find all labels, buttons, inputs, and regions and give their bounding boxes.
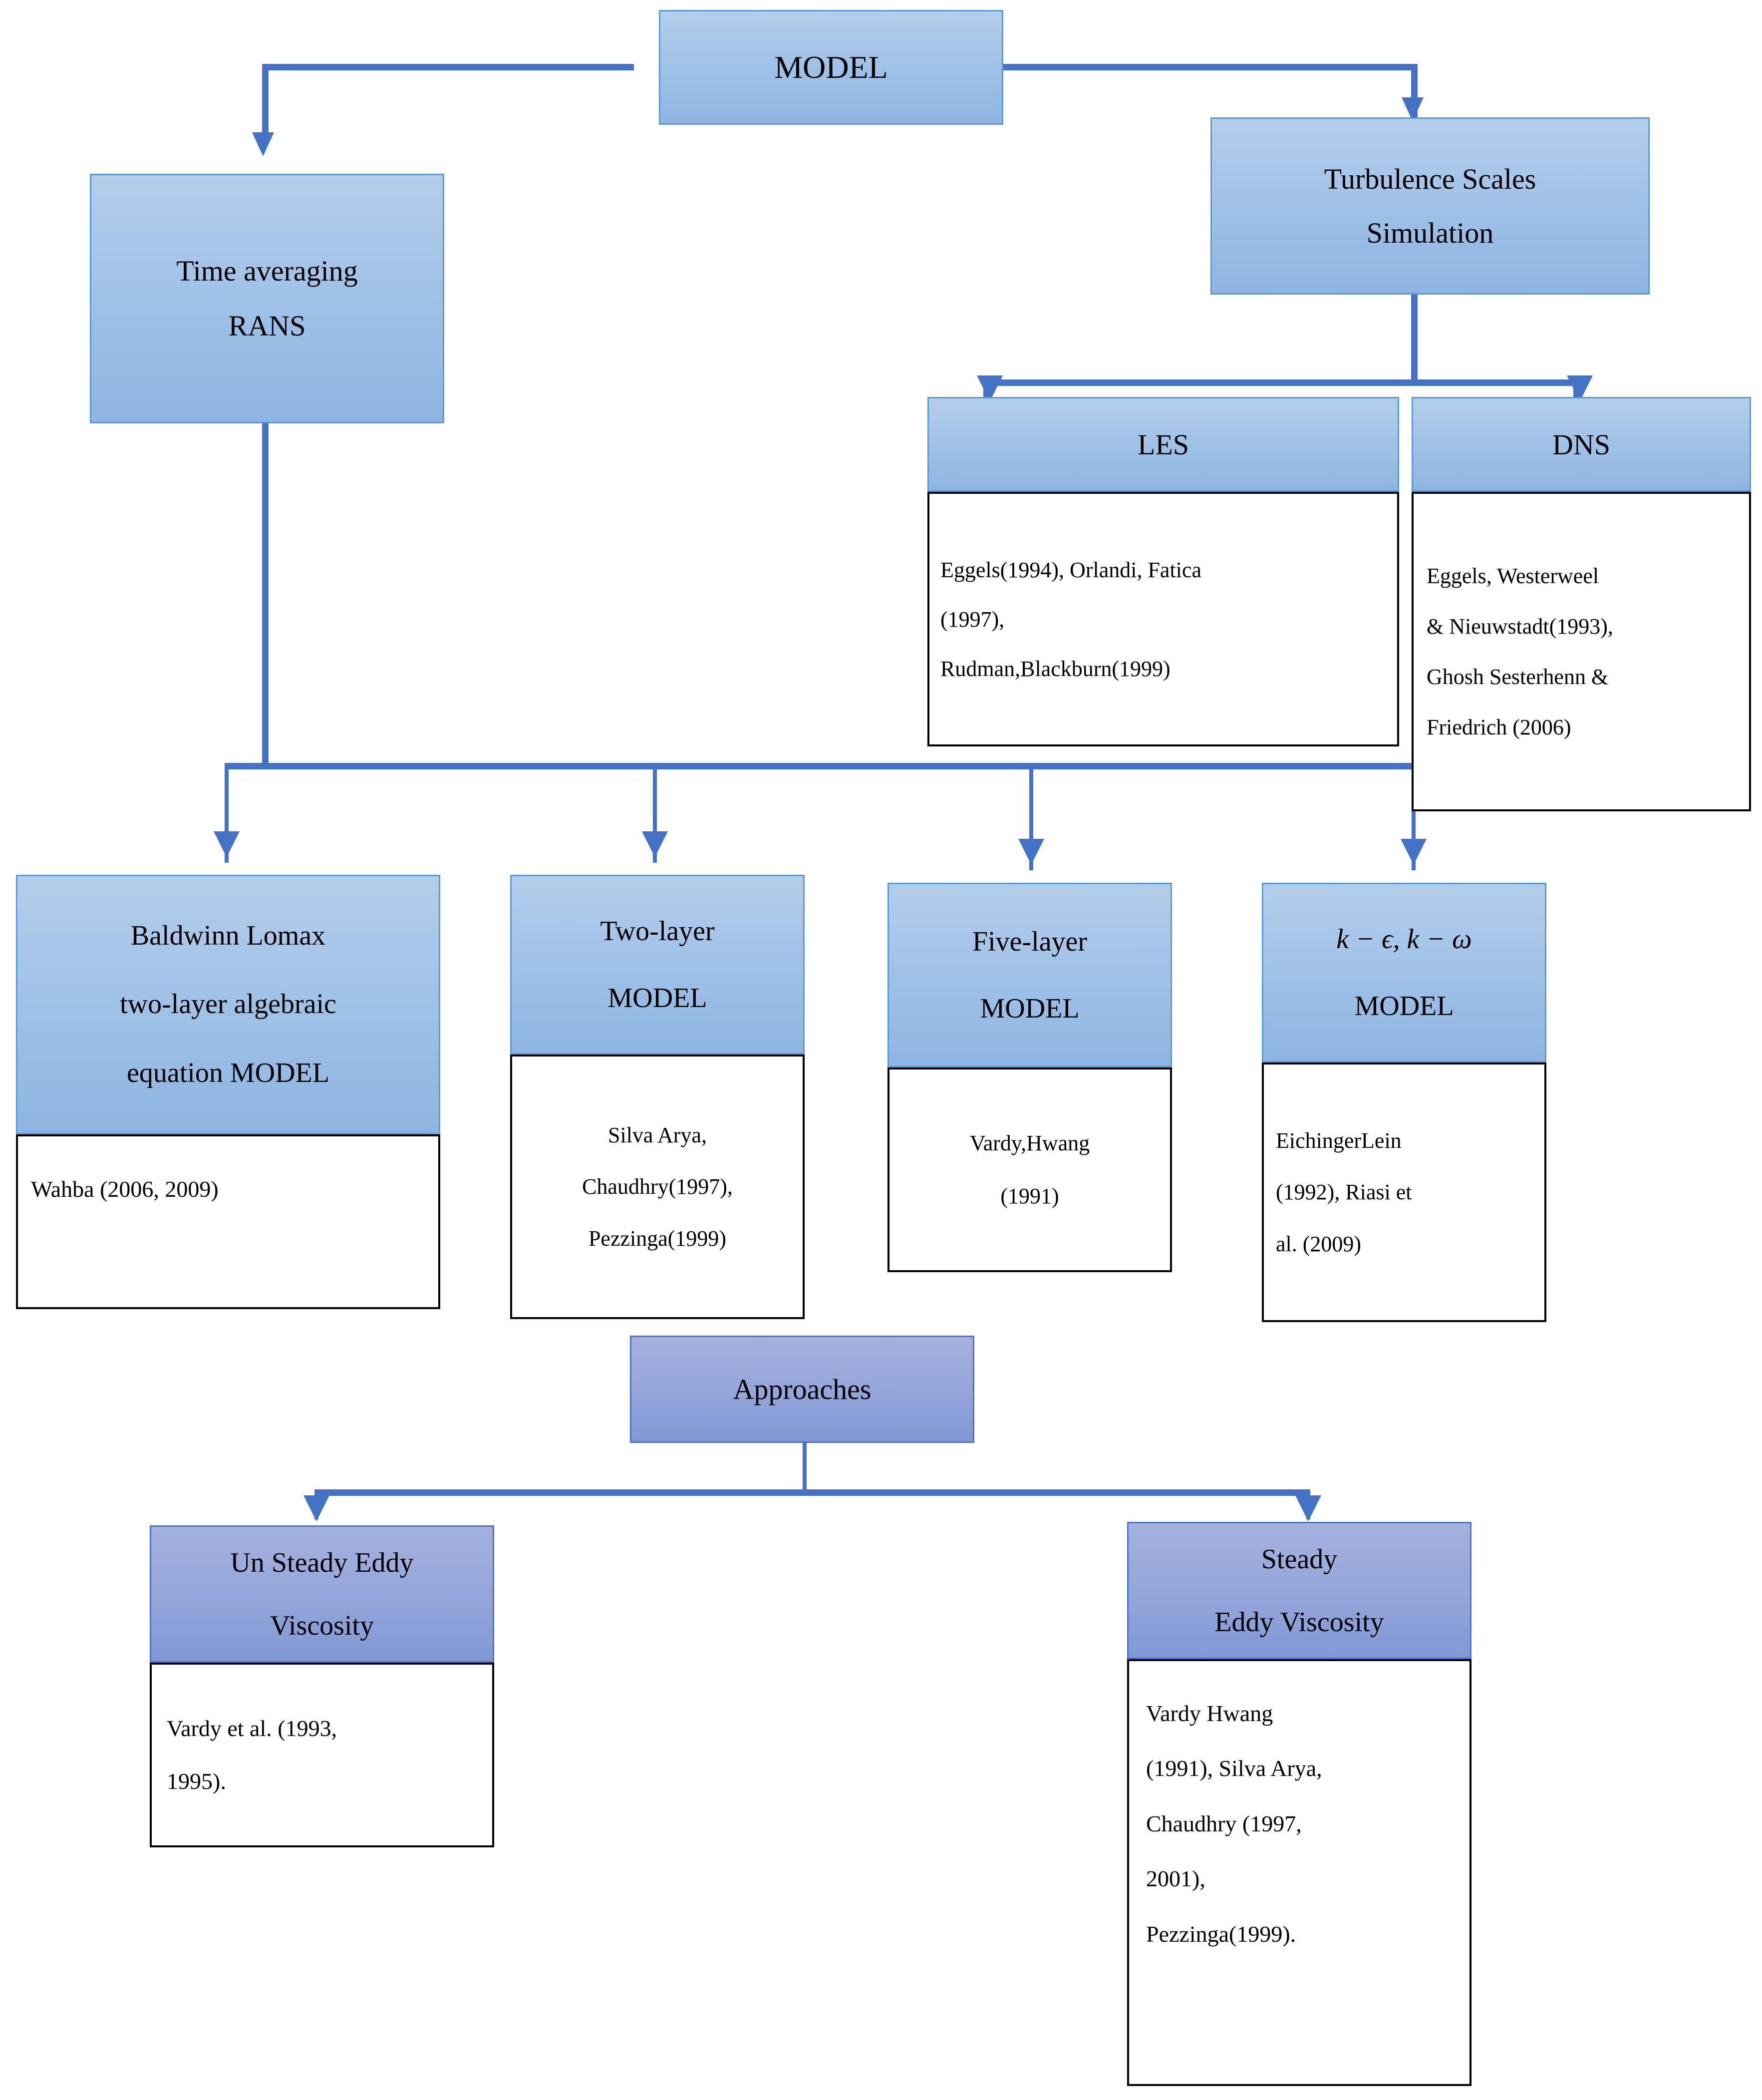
node-dns-ref-line-2: & Nieuwstadt(1993), [1427, 614, 1613, 639]
node-steady-eddy-ref-line-2: (1991), Silva Arya, [1146, 1755, 1322, 1781]
node-les[interactable]: LES Eggels(1994), Orlandi, Fatica (1997)… [927, 397, 1399, 746]
connector-turbulence-split-bar [983, 379, 1580, 386]
node-dns-title-line-1: DNS [1552, 428, 1611, 461]
node-baldwinn-body: Wahba (2006, 2009) [16, 1134, 440, 1309]
node-les-body: Eggels(1994), Orlandi, Fatica (1997), Ru… [927, 492, 1399, 746]
node-baldwinn-title-line-3: equation MODEL [127, 1057, 329, 1088]
node-steady-eddy-title-line-1: Steady [1261, 1543, 1338, 1575]
arrow-rans-to-five-layer [1018, 839, 1044, 865]
node-rans-header: Time averaging RANS [90, 174, 444, 423]
node-dns-ref-line-1: Eggels, Westerweel [1427, 563, 1599, 588]
connector-model-to-rans-drop [262, 64, 269, 139]
connector-turbulence-stem [1411, 295, 1418, 384]
node-turbulence-title-line-1: Turbulence Scales [1324, 163, 1536, 196]
node-steady-eddy-header: Steady Eddy Viscosity [1127, 1522, 1471, 1659]
node-k-models-title-line-2: MODEL [1354, 991, 1454, 1022]
node-les-ref-line-2: (1997), [940, 607, 1005, 632]
node-two-layer-ref-line-2: Chaudhry(1997), [582, 1174, 733, 1199]
node-two-layer-title-line-2: MODEL [607, 983, 707, 1014]
connector-rans-branch-3 [1029, 763, 1033, 870]
node-k-models-ref-line-1: EichingerLein [1276, 1128, 1402, 1153]
node-unsteady-eddy[interactable]: Un Steady Eddy Viscosity Vardy et al. (1… [150, 1525, 494, 1847]
connector-rans-branch-4 [1412, 763, 1416, 870]
node-steady-eddy-ref-line-4: 2001), [1146, 1866, 1205, 1892]
node-steady-eddy-body: Vardy Hwang (1991), Silva Arya, Chaudhry… [1127, 1659, 1471, 2086]
node-steady-eddy[interactable]: Steady Eddy Viscosity Vardy Hwang (1991)… [1127, 1522, 1471, 2086]
node-dns-ref-line-3: Ghosh Sesterhenn & [1427, 665, 1609, 689]
node-model-title-line-1: MODEL [774, 49, 888, 85]
node-baldwinn-title-line-1: Baldwinn Lomax [130, 920, 326, 952]
connector-rans-branch-1 [225, 763, 229, 863]
node-k-models-ref-line-3: al. (2009) [1276, 1231, 1362, 1256]
node-two-layer-body: Silva Arya, Chaudhry(1997), Pezzinga(199… [510, 1054, 805, 1319]
connector-rans-stem [262, 422, 269, 766]
node-les-title-line-1: LES [1137, 428, 1189, 461]
node-dns-header: DNS [1412, 397, 1751, 492]
node-approaches[interactable]: Approaches [630, 1336, 974, 1443]
node-baldwinn[interactable]: Baldwinn Lomax two-layer algebraic equat… [16, 875, 440, 1309]
arrow-approaches-to-steady [1295, 1495, 1321, 1521]
node-k-models-title-line-1: k − ϵ, k − ω [1336, 923, 1472, 955]
arrow-approaches-to-unsteady [303, 1495, 329, 1521]
node-steady-eddy-ref-line-5: Pezzinga(1999). [1146, 1921, 1296, 1947]
node-five-layer-body: Vardy,Hwang (1991) [887, 1067, 1172, 1272]
node-k-models-body: EichingerLein (1992), Riasi et al. (2009… [1262, 1062, 1546, 1322]
node-five-layer-title-line-1: Five-layer [972, 926, 1088, 957]
connector-approaches-split-bar [314, 1489, 1310, 1496]
arrow-rans-to-baldwinn [214, 831, 240, 857]
node-model-header: MODEL [659, 10, 1003, 125]
node-two-layer-title-line-1: Two-layer [600, 915, 715, 947]
node-approaches-header: Approaches [630, 1336, 974, 1443]
node-unsteady-eddy-ref-line-1: Vardy et al. (1993, [167, 1716, 337, 1742]
node-turbulence[interactable]: Turbulence Scales Simulation [1210, 117, 1650, 295]
node-two-layer-ref-line-3: Pezzinga(1999) [588, 1226, 727, 1251]
node-les-header: LES [927, 397, 1399, 492]
node-unsteady-eddy-header: Un Steady Eddy Viscosity [150, 1525, 494, 1663]
node-dns[interactable]: DNS Eggels, Westerweel & Nieuwstadt(1993… [1412, 397, 1751, 811]
node-k-models[interactable]: k − ϵ, k − ω MODEL EichingerLein (1992),… [1262, 883, 1546, 1322]
connector-approaches-stem [803, 1440, 807, 1493]
node-unsteady-eddy-body: Vardy et al. (1993, 1995). [150, 1663, 494, 1847]
node-two-layer-ref-line-1: Silva Arya, [608, 1122, 707, 1147]
connector-rans-branch-2 [653, 763, 657, 863]
node-rans-title-line-1: Time averaging [176, 254, 358, 287]
node-turbulence-header: Turbulence Scales Simulation [1210, 117, 1650, 295]
node-model[interactable]: MODEL [659, 10, 1003, 125]
node-two-layer[interactable]: Two-layer MODEL Silva Arya, Chaudhry(199… [510, 875, 805, 1319]
arrow-model-to-rans [252, 132, 274, 156]
node-five-layer-ref-line-2: (1991) [1000, 1184, 1059, 1208]
node-k-models-ref-line-2: (1992), Riasi et [1276, 1180, 1412, 1205]
node-baldwinn-title-line-2: two-layer algebraic [120, 989, 336, 1020]
node-rans[interactable]: Time averaging RANS [90, 174, 444, 423]
node-steady-eddy-ref-line-3: Chaudhry (1997, [1146, 1810, 1302, 1836]
node-five-layer-ref-line-1: Vardy,Hwang [969, 1131, 1090, 1156]
node-steady-eddy-ref-line-1: Vardy Hwang [1146, 1701, 1273, 1726]
node-dns-body: Eggels, Westerweel & Nieuwstadt(1993), G… [1412, 492, 1751, 811]
arrow-rans-to-k-models [1401, 839, 1427, 865]
node-unsteady-eddy-ref-line-2: 1995). [167, 1768, 226, 1794]
arrow-rans-to-two-layer [642, 831, 668, 857]
node-les-ref-line-3: Rudman,Blackburn(1999) [940, 656, 1171, 681]
node-les-ref-line-1: Eggels(1994), Orlandi, Fatica [940, 557, 1201, 582]
node-two-layer-header: Two-layer MODEL [510, 875, 805, 1054]
connector-rans-distribution-bar [225, 763, 1418, 769]
node-baldwinn-ref-line-1: Wahba (2006, 2009) [31, 1176, 219, 1202]
node-dns-ref-line-4: Friedrich (2006) [1427, 715, 1571, 740]
node-rans-title-line-2: RANS [228, 310, 306, 342]
node-steady-eddy-title-line-2: Eddy Viscosity [1214, 1606, 1384, 1638]
node-five-layer[interactable]: Five-layer MODEL Vardy,Hwang (1991) [887, 883, 1172, 1272]
node-five-layer-title-line-2: MODEL [980, 993, 1080, 1024]
node-approaches-title-line-1: Approaches [733, 1373, 872, 1405]
connector-model-spine-left [262, 64, 634, 70]
node-turbulence-title-line-2: Simulation [1366, 216, 1494, 249]
node-unsteady-eddy-title-line-1: Un Steady Eddy [230, 1547, 414, 1578]
node-unsteady-eddy-title-line-2: Viscosity [270, 1610, 374, 1641]
node-baldwinn-header: Baldwinn Lomax two-layer algebraic equat… [16, 875, 440, 1134]
node-k-models-header: k − ϵ, k − ω MODEL [1262, 883, 1546, 1062]
node-five-layer-header: Five-layer MODEL [887, 883, 1172, 1067]
